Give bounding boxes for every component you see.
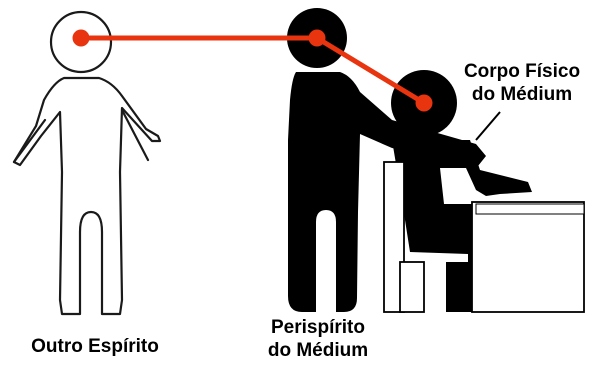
- chair-leg-right: [446, 262, 468, 312]
- other-spirit-figure: [14, 12, 160, 314]
- other-spirit-left-arm-line: [14, 120, 45, 162]
- medium-physical-body-label: Corpo Físico do Médium: [443, 60, 599, 106]
- other-spirit-label: Outro Espírito: [0, 335, 190, 358]
- other-spirit-body-outline: [14, 78, 160, 314]
- leader-line-body: [476, 112, 500, 140]
- table-top: [472, 202, 584, 312]
- medium-physical-body-figure: [384, 70, 584, 312]
- medium-perispirit-label-line2: do Médium: [248, 339, 388, 362]
- medium-perispirit-label-line1: Perispírito: [248, 316, 388, 339]
- medium-perispirit-label: Perispírito do Médium: [248, 316, 388, 362]
- other-spirit-right-arm-line: [122, 110, 148, 160]
- connection-node-physical-body: [416, 95, 433, 112]
- connection-line: [81, 38, 424, 103]
- medium-physical-body-label-line2: do Médium: [443, 83, 599, 106]
- spirit-connection: [73, 30, 433, 112]
- chair-leg-left: [400, 262, 424, 312]
- connection-node-perispirit: [309, 30, 326, 47]
- table-top-shadow: [476, 204, 584, 214]
- connection-node-other-spirit: [73, 30, 90, 47]
- medium-physical-body-label-line1: Corpo Físico: [443, 60, 599, 83]
- other-spirit-label-text: Outro Espírito: [0, 335, 190, 358]
